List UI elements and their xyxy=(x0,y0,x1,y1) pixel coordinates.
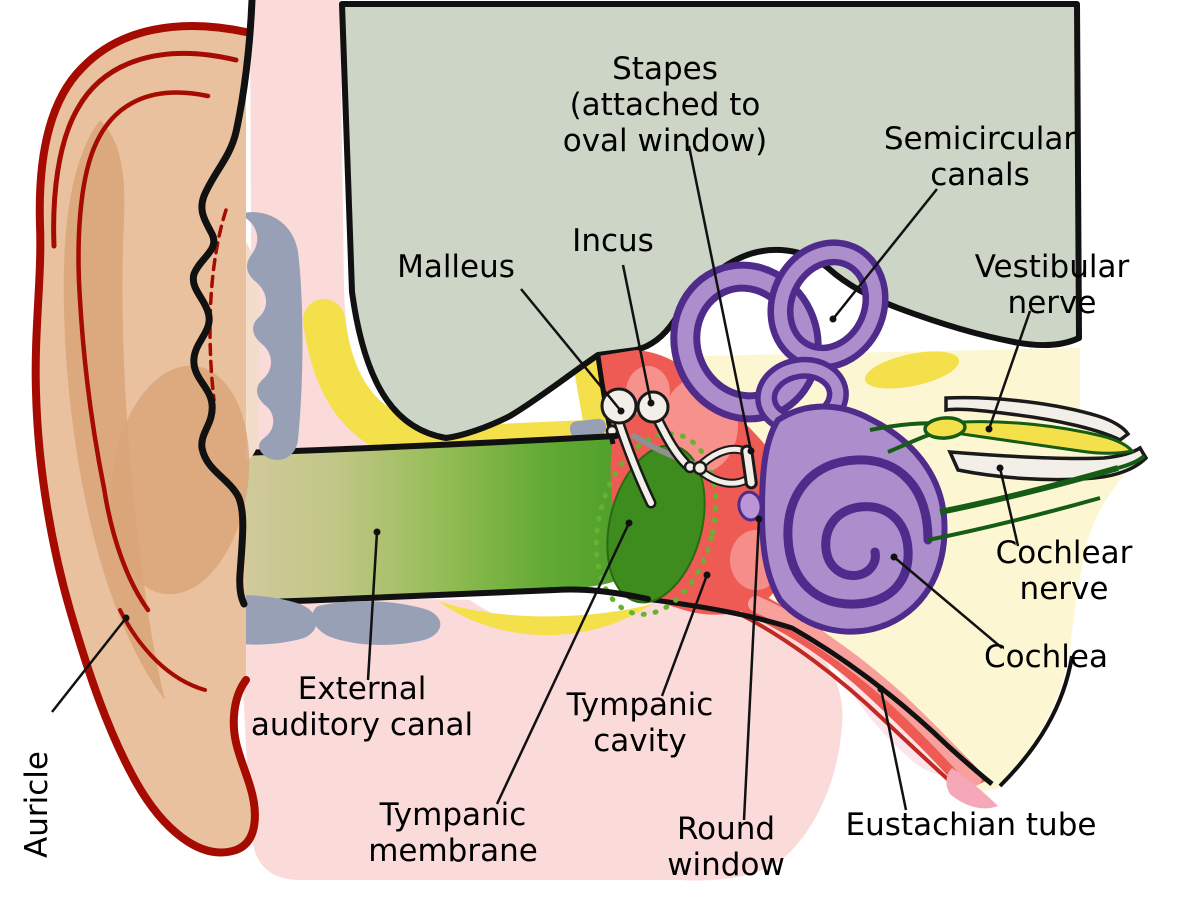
semicircular-canals-shape xyxy=(670,239,889,436)
label-vestibular-nerve: Vestibular nerve xyxy=(974,249,1130,321)
head-outline xyxy=(189,0,256,608)
yellow-lens-below-canal xyxy=(438,601,652,636)
leader-round-window xyxy=(742,518,761,821)
stapes-shape xyxy=(692,444,758,490)
white-bone-strip-upper xyxy=(944,395,1131,443)
nerves-group xyxy=(864,351,1149,542)
label-stapes: Stapes (attached to oval window) xyxy=(562,51,768,159)
vestibular-nerve-bundle xyxy=(960,420,1135,455)
auricle-shape xyxy=(31,22,259,857)
leader-auricle xyxy=(51,617,127,713)
leader-cochlear-nerve xyxy=(998,467,1020,547)
leader-cochlea xyxy=(893,556,1003,649)
leader-stapes xyxy=(687,145,753,452)
label-tympanic-cavity: Tympanic cavity xyxy=(566,687,714,759)
label-incus: Incus xyxy=(572,223,654,259)
label-tympanic-membrane: Tympanic membrane xyxy=(368,797,538,869)
label-semicircular-canals: Semicircular canals xyxy=(883,121,1077,193)
label-eustachian-tube: Eustachian tube xyxy=(845,807,1097,843)
bone-boundary-lines xyxy=(645,596,1074,788)
external-auditory-canal-shape xyxy=(206,437,630,602)
pink-lower-tissue xyxy=(240,596,843,881)
round-window-shape xyxy=(737,490,763,522)
vestibular-ganglion xyxy=(923,416,967,440)
cartilage-squiggle-vertical xyxy=(238,212,303,460)
leader-tympanic-cavity xyxy=(660,574,709,697)
cochlea-shape xyxy=(758,403,948,635)
leader-semicircular-canals xyxy=(832,188,938,320)
label-cochlear-nerve: Cochlear nerve xyxy=(995,535,1133,607)
inner-ear-group xyxy=(670,239,948,635)
tube-end-pink-tip xyxy=(946,768,998,809)
ossicles-group xyxy=(569,387,758,509)
label-malleus: Malleus xyxy=(397,249,515,285)
incus-shape xyxy=(636,390,697,474)
leader-malleus xyxy=(520,288,622,412)
canal-wall-lines xyxy=(207,433,651,607)
label-cochlea: Cochlea xyxy=(984,639,1108,675)
leader-lines xyxy=(51,145,1032,821)
cartilage-blob-right xyxy=(312,601,441,645)
eustachian-tube-shape xyxy=(739,590,998,809)
label-external-auditory-canal: External auditory canal xyxy=(250,671,474,743)
cochlear-nerve-line xyxy=(939,465,1119,515)
cochlea-spiral xyxy=(783,455,933,609)
label-round-window: Round window xyxy=(667,811,785,883)
leader-external-auditory-canal xyxy=(366,531,379,681)
tensor-tympani xyxy=(569,418,607,438)
leader-vestibular-nerve xyxy=(987,310,1032,430)
label-auricle: Auricle xyxy=(19,751,55,858)
leader-incus xyxy=(621,264,653,404)
leader-eustachian-tube xyxy=(879,688,908,811)
leader-tympanic-membrane xyxy=(495,522,631,805)
